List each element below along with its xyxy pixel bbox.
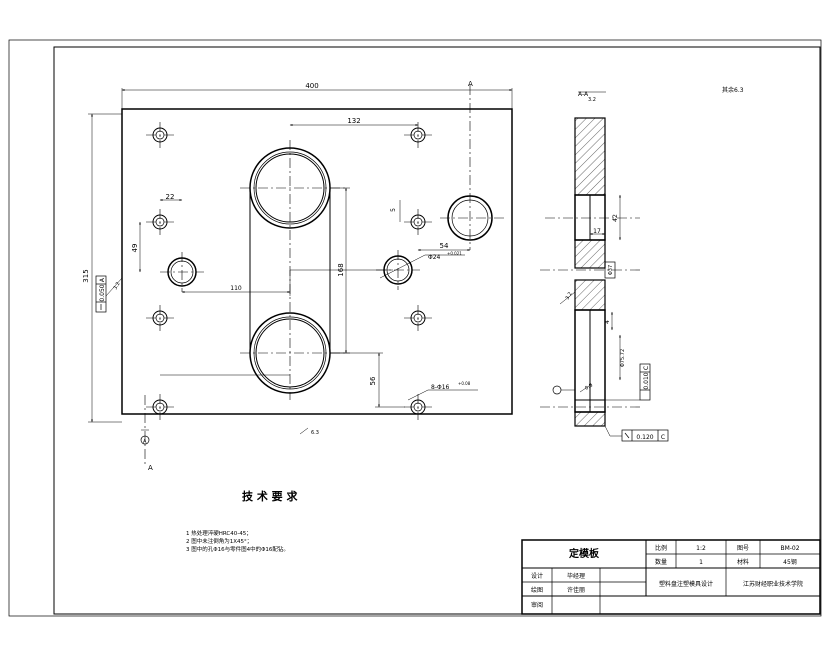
hole-8x-tolerance: +0.08 [458,381,471,386]
material-label: 材料 [737,558,749,566]
parallel-tolerance-frame: 0.120 C [604,425,669,442]
mounting-hole [146,305,174,331]
dim-49: 49 [131,244,139,253]
review-label: 审阅 [531,601,543,609]
roughness-bottom: 6.3 [311,430,319,436]
parallel-value: 0.120 [636,434,653,441]
section-title: A-A [578,91,589,98]
roughness-face: 0.8 [584,383,594,392]
mounting-hole [146,394,174,420]
scale-label: 比例 [655,544,667,552]
corner-roughness-note: 其余6.3 [722,86,744,94]
perp-value: 0.010 [643,372,650,389]
dim-20: 22 [166,193,175,201]
drawing-no-label: 图号 [737,545,749,552]
mounting-hole [146,209,174,235]
dim-5: 5 [390,208,397,212]
mounting-hole [404,394,432,420]
dim-d75: Φ75.72 [620,349,626,367]
tech-item: 1 热处理淬硬HRC40-45； [186,529,252,537]
dim-42: 42 [612,214,619,222]
dim-4: 4 [604,320,611,324]
dim-56: 56 [369,376,377,385]
dim-width: 400 [305,82,318,90]
section-hatch-upper [574,117,606,196]
drawing-label: 绘图 [531,586,543,594]
part-name: 定模板 [569,547,600,560]
section-mark-top: A [468,80,473,88]
section-title-sub: 3.2 [588,97,596,103]
dim-height: 315 [82,269,90,282]
datum-a-label: A [143,439,147,445]
section-view: A-A 3.2 42 17 Φ75.72 4 Φ37 3.2 0.8 [540,86,744,442]
design-label: 设计 [531,572,543,580]
mounting-hole [404,209,432,235]
plate-front-view: 400 315 132 168 1 [82,80,513,472]
dim-17: 17 [593,228,601,235]
dim-132: 132 [347,117,360,125]
tech-item: 3 图中的孔Φ16与零件图4中的Φ16配钻。 [186,545,289,553]
scale-value: 1:2 [696,545,706,552]
perp-ref: C [643,366,650,370]
qty-value: 1 [699,559,703,566]
datum-a: A [140,429,150,445]
project-title: 塑料盘注塑模具设计 [659,580,713,588]
hole-d24-callout: Φ24 [428,254,441,261]
tech-requirements: 技 术 要 求 1 热处理淬硬HRC40-45； 2 图中未注倒角为1X45°；… [186,489,298,553]
mounting-hole [146,122,174,148]
roughness-main: 3.2 [113,281,122,291]
hole-8x-callout: 8-Φ16 [431,384,450,391]
plate-outline [121,108,513,415]
dim-d37: Φ37 [608,265,614,275]
tech-item: 2 图中未注倒角为1X45°； [186,537,252,545]
tech-heading: 技 术 要 求 [242,489,298,503]
section-hatch-bottom [574,411,606,427]
roughness-side: 3.2 [565,291,574,301]
section-mark-bottom: A [148,464,153,472]
guide-hole-right [376,250,420,290]
perp-tolerance-frame: 0.010 C [639,363,651,401]
datum-c-circle [552,385,562,395]
mounting-hole [404,122,432,148]
guide-hole-left [160,252,204,292]
inner-border [53,46,821,615]
mounting-hole [404,305,432,331]
section-hatch-low [574,279,606,311]
school-name: 江苏财经职业技术学院 [743,580,803,588]
drawing-name: 许佳丽 [567,586,585,594]
qty-label: 数量 [655,558,667,566]
parallel-ref: C [661,434,665,441]
drawing-no-value: BM-02 [780,545,799,552]
sprue-hole [440,195,505,241]
hole-d24-tolerance: +0.021 [447,251,462,256]
design-name: 毕经理 [567,572,585,580]
flatness-ref: A [99,277,106,282]
dim-54: 54 [440,242,449,250]
material-value: 45钢 [783,558,797,566]
section-hatch-mid [574,239,606,269]
flatness-value: 0.050 [99,284,106,301]
outer-border [8,39,822,617]
flatness-tolerance-frame: 0.050 A [95,275,107,313]
title-block: 定模板 比例 1:2 图号 BM-02 数量 1 材料 45钢 设计 毕经理 绘… [521,539,821,615]
dim-110: 110 [230,285,242,292]
